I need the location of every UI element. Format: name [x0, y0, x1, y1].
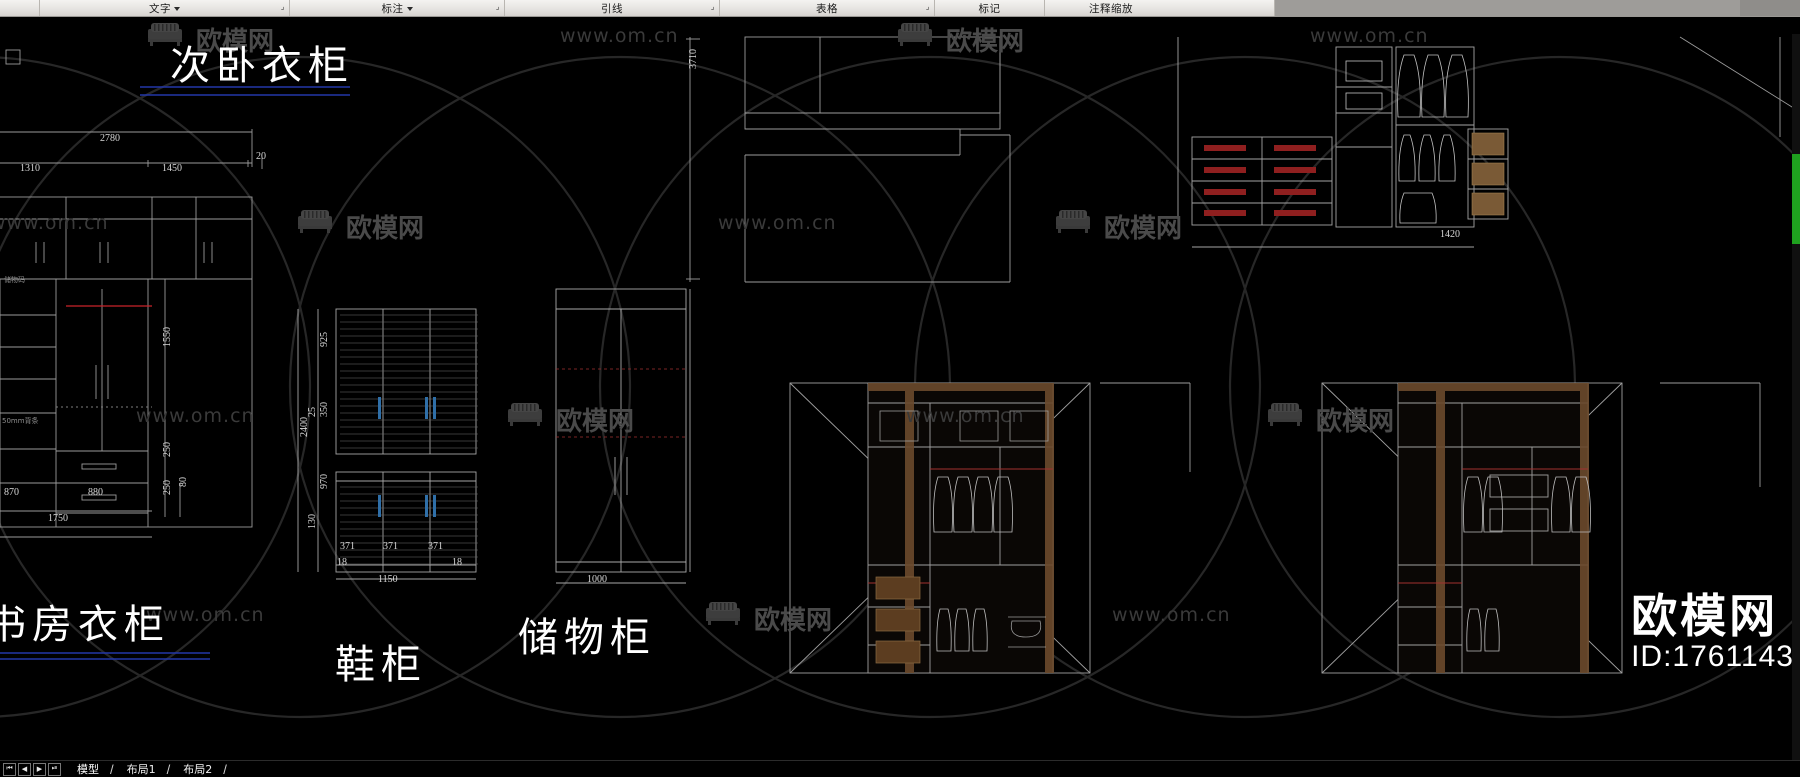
first-layout-button[interactable]: ⏮ [3, 762, 16, 776]
watermark-logo: 欧模网 [196, 26, 275, 56]
dimension-label: 18 [452, 557, 462, 568]
ribbon-panel-dimension-label: 标注 [381, 2, 404, 15]
ribbon-right-cap [1740, 0, 1800, 16]
panel-expander-icon[interactable]: ⌟ [280, 2, 285, 11]
brand-name: 欧模网 [1631, 588, 1779, 643]
dimension-label: 1150 [378, 574, 398, 585]
panel-expander-icon[interactable]: ⌟ [495, 2, 500, 11]
dimension-label: 880 [88, 487, 103, 498]
tab-separator: / [166, 761, 171, 777]
vertical-scrollbar-thumb[interactable] [1792, 154, 1800, 244]
dimension-label: 2400 [299, 417, 310, 437]
ribbon-panel-bar: 文字 ⌟ 标注 ⌟ 引线 ⌟ 表格 ⌟ 标记 [0, 0, 1800, 17]
dimension-label: 371 [340, 541, 355, 552]
dimension-label: 1310 [20, 163, 40, 174]
dimension-label: 925 [319, 332, 330, 347]
dimension-label: 970 [319, 474, 330, 489]
dimension-label: 1750 [48, 513, 68, 524]
dimension-label: 25 [307, 407, 318, 417]
dimension-label: 20 [256, 151, 266, 162]
watermark-url: www.om.cn [136, 405, 255, 427]
next-layout-button[interactable]: ▶ [33, 762, 46, 776]
dimension-label: 2780 [100, 133, 120, 144]
chevron-down-icon[interactable] [174, 6, 180, 11]
layout-tabs: 模型 / 布局1 / 布局2 / [65, 761, 228, 777]
ribbon-panel-dimension[interactable]: 标注 ⌟ [290, 0, 505, 16]
watermark-url: www.om.cn [1310, 25, 1429, 47]
drawing-title-shoe-cabinet: 鞋柜 [335, 642, 427, 688]
panel-expander-icon[interactable]: ⌟ [925, 2, 930, 11]
drawing-title-study-wardrobe: 书房衣柜 [0, 602, 170, 648]
ribbon-panel-annotation-scaling-label: 注释缩放 [1089, 2, 1133, 15]
tab-layout1[interactable]: 布局1 [115, 761, 166, 777]
dimension-label: 250 [162, 480, 173, 495]
watermark-url: www.om.cn [1112, 604, 1231, 626]
tab-layout1-label: 布局1 [126, 763, 156, 776]
brand-watermark-block: 欧模网 ID:1761143 [1631, 588, 1794, 674]
dimension-label: 130 [307, 514, 318, 529]
ribbon-panel-text-label: 文字 [149, 2, 171, 15]
dimension-label: 250 [162, 442, 173, 457]
watermark-url: www.om.cn [718, 212, 837, 234]
dimension-label: 80 [178, 477, 189, 487]
watermark-logo: 欧模网 [946, 26, 1025, 56]
ribbon-panel-leader-label: 引线 [601, 2, 623, 15]
tab-model-label: 模型 [77, 763, 99, 776]
watermark-logo: 欧模网 [1316, 406, 1395, 436]
watermark-logo: 欧模网 [1104, 213, 1183, 243]
dimension-label: 1420 [1440, 229, 1460, 240]
drawing-canvas[interactable]: 欧模网 www.om.cn 欧模网 www.om.cn www.om.cn 欧模… [0, 17, 1800, 760]
ribbon-panel-text[interactable]: 文字 ⌟ [40, 0, 290, 16]
watermark-logo: 欧模网 [346, 213, 425, 243]
ribbon-panel-left-spacer [0, 0, 40, 16]
tab-layout2-label: 布局2 [183, 763, 213, 776]
watermark-url: www.om.cn [0, 212, 109, 234]
tab-layout2[interactable]: 布局2 [171, 761, 222, 777]
drawing-title-bedroom-wardrobe: 次卧衣柜 [170, 43, 354, 89]
tab-model[interactable]: 模型 [65, 761, 109, 777]
prev-layout-button[interactable]: ◀ [18, 762, 31, 776]
dimension-label: 3710 [688, 49, 699, 69]
tab-separator: / [223, 761, 227, 777]
chevron-down-icon[interactable] [406, 6, 413, 11]
dimension-label: 350 [319, 402, 330, 417]
dimension-label: 1000 [587, 574, 607, 585]
drawing-title-storage-cabinet: 储物柜 [518, 615, 656, 661]
watermark-logo: 欧模网 [556, 406, 635, 436]
dimension-label: 371 [428, 541, 443, 552]
tab-separator: / [110, 761, 114, 777]
ribbon-panel-table[interactable]: 表格 ⌟ [720, 0, 935, 16]
brand-model-id: ID:1761143 [1631, 640, 1794, 673]
ribbon-panel-markup[interactable]: 标记 [935, 0, 1045, 16]
ribbon-panel-table-label: 表格 [816, 2, 838, 15]
ribbon-panel-markup-label: 标记 [978, 2, 1001, 15]
dimension-label: 1450 [162, 163, 182, 174]
ribbon-panel-leader[interactable]: 引线 ⌟ [505, 0, 720, 16]
dimension-label: 18 [337, 557, 347, 568]
watermark-url: www.om.cn [560, 25, 679, 47]
ribbon-panel-annotation-scaling[interactable]: 注释缩放 [1045, 0, 1275, 16]
layout-nav-buttons: ⏮ ◀ ▶ ⏯ [0, 762, 61, 776]
panel-expander-icon[interactable]: ⌟ [710, 2, 715, 11]
dimension-label: 870 [4, 487, 19, 498]
drawing-note: 储物码 [4, 276, 25, 284]
watermark-url: www.om.cn [146, 604, 265, 626]
last-layout-button[interactable]: ⏯ [48, 762, 61, 776]
layout-tab-bar: ⏮ ◀ ▶ ⏯ 模型 / 布局1 / 布局2 / [0, 760, 1800, 777]
watermark-url: www.om.cn [906, 405, 1025, 427]
drawing-note: 50mm背条 [2, 417, 39, 425]
vertical-scrollbar[interactable] [1792, 34, 1800, 760]
dimension-label: 1550 [162, 327, 173, 347]
dimension-label: 371 [383, 541, 398, 552]
ribbon-empty-area [1275, 0, 1740, 16]
watermark-logo: 欧模网 [754, 605, 833, 635]
cad-geometry [0, 36, 1800, 719]
